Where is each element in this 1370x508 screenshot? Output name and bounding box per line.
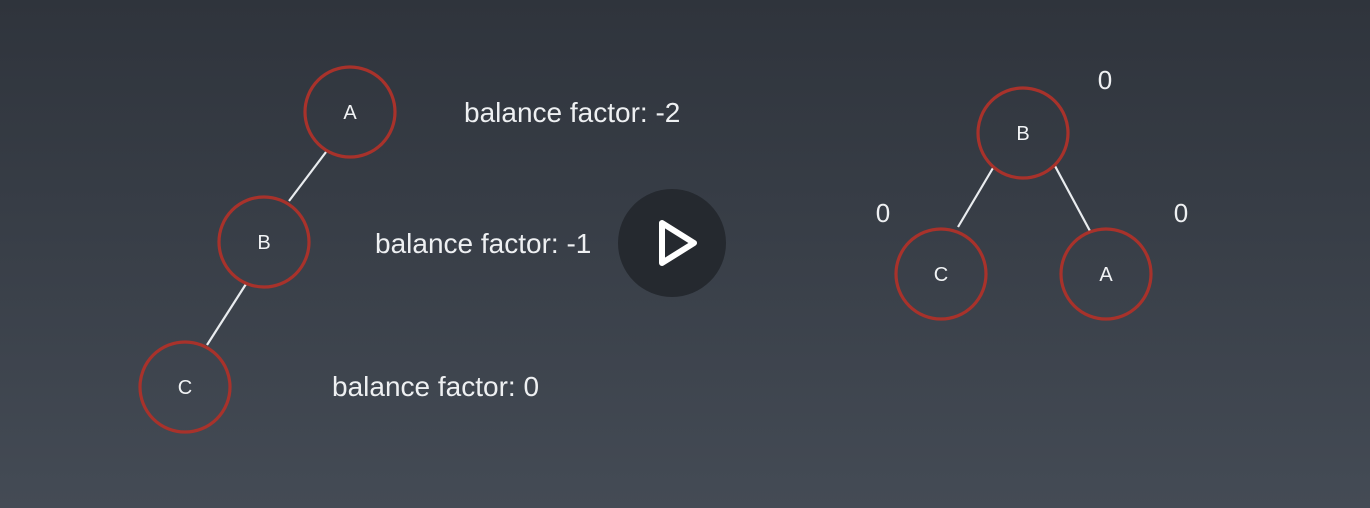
- play-button[interactable]: [618, 189, 726, 297]
- balance-factor-a: balance factor: -2: [464, 97, 680, 128]
- right-edge-b-a: [1054, 165, 1091, 232]
- balance-factor-b: balance factor: -1: [375, 228, 591, 259]
- right-node-b: B: [976, 86, 1070, 180]
- left-node-b-label: B: [257, 232, 270, 254]
- left-edge-a-b: [288, 151, 327, 202]
- left-node-c: C: [138, 340, 232, 434]
- right-balance-factor-a: 0: [1174, 198, 1188, 228]
- right-node-b-label: B: [1016, 123, 1029, 145]
- left-edge-b-c: [206, 283, 247, 346]
- right-node-a-label: A: [1099, 264, 1113, 286]
- right-node-c: C: [894, 227, 988, 321]
- left-node-c-label: C: [178, 377, 192, 399]
- right-node-a: A: [1059, 227, 1153, 321]
- left-node-a-label: A: [343, 102, 357, 124]
- left-node-b: B: [217, 195, 311, 289]
- play-icon: [659, 220, 697, 266]
- right-balance-factor-c: 0: [876, 198, 890, 228]
- balance-factor-c: balance factor: 0: [332, 371, 539, 402]
- right-node-c-label: C: [934, 264, 948, 286]
- right-edge-b-c: [957, 167, 994, 228]
- left-node-a: A: [303, 65, 397, 159]
- right-balance-factor-b: 0: [1098, 65, 1112, 95]
